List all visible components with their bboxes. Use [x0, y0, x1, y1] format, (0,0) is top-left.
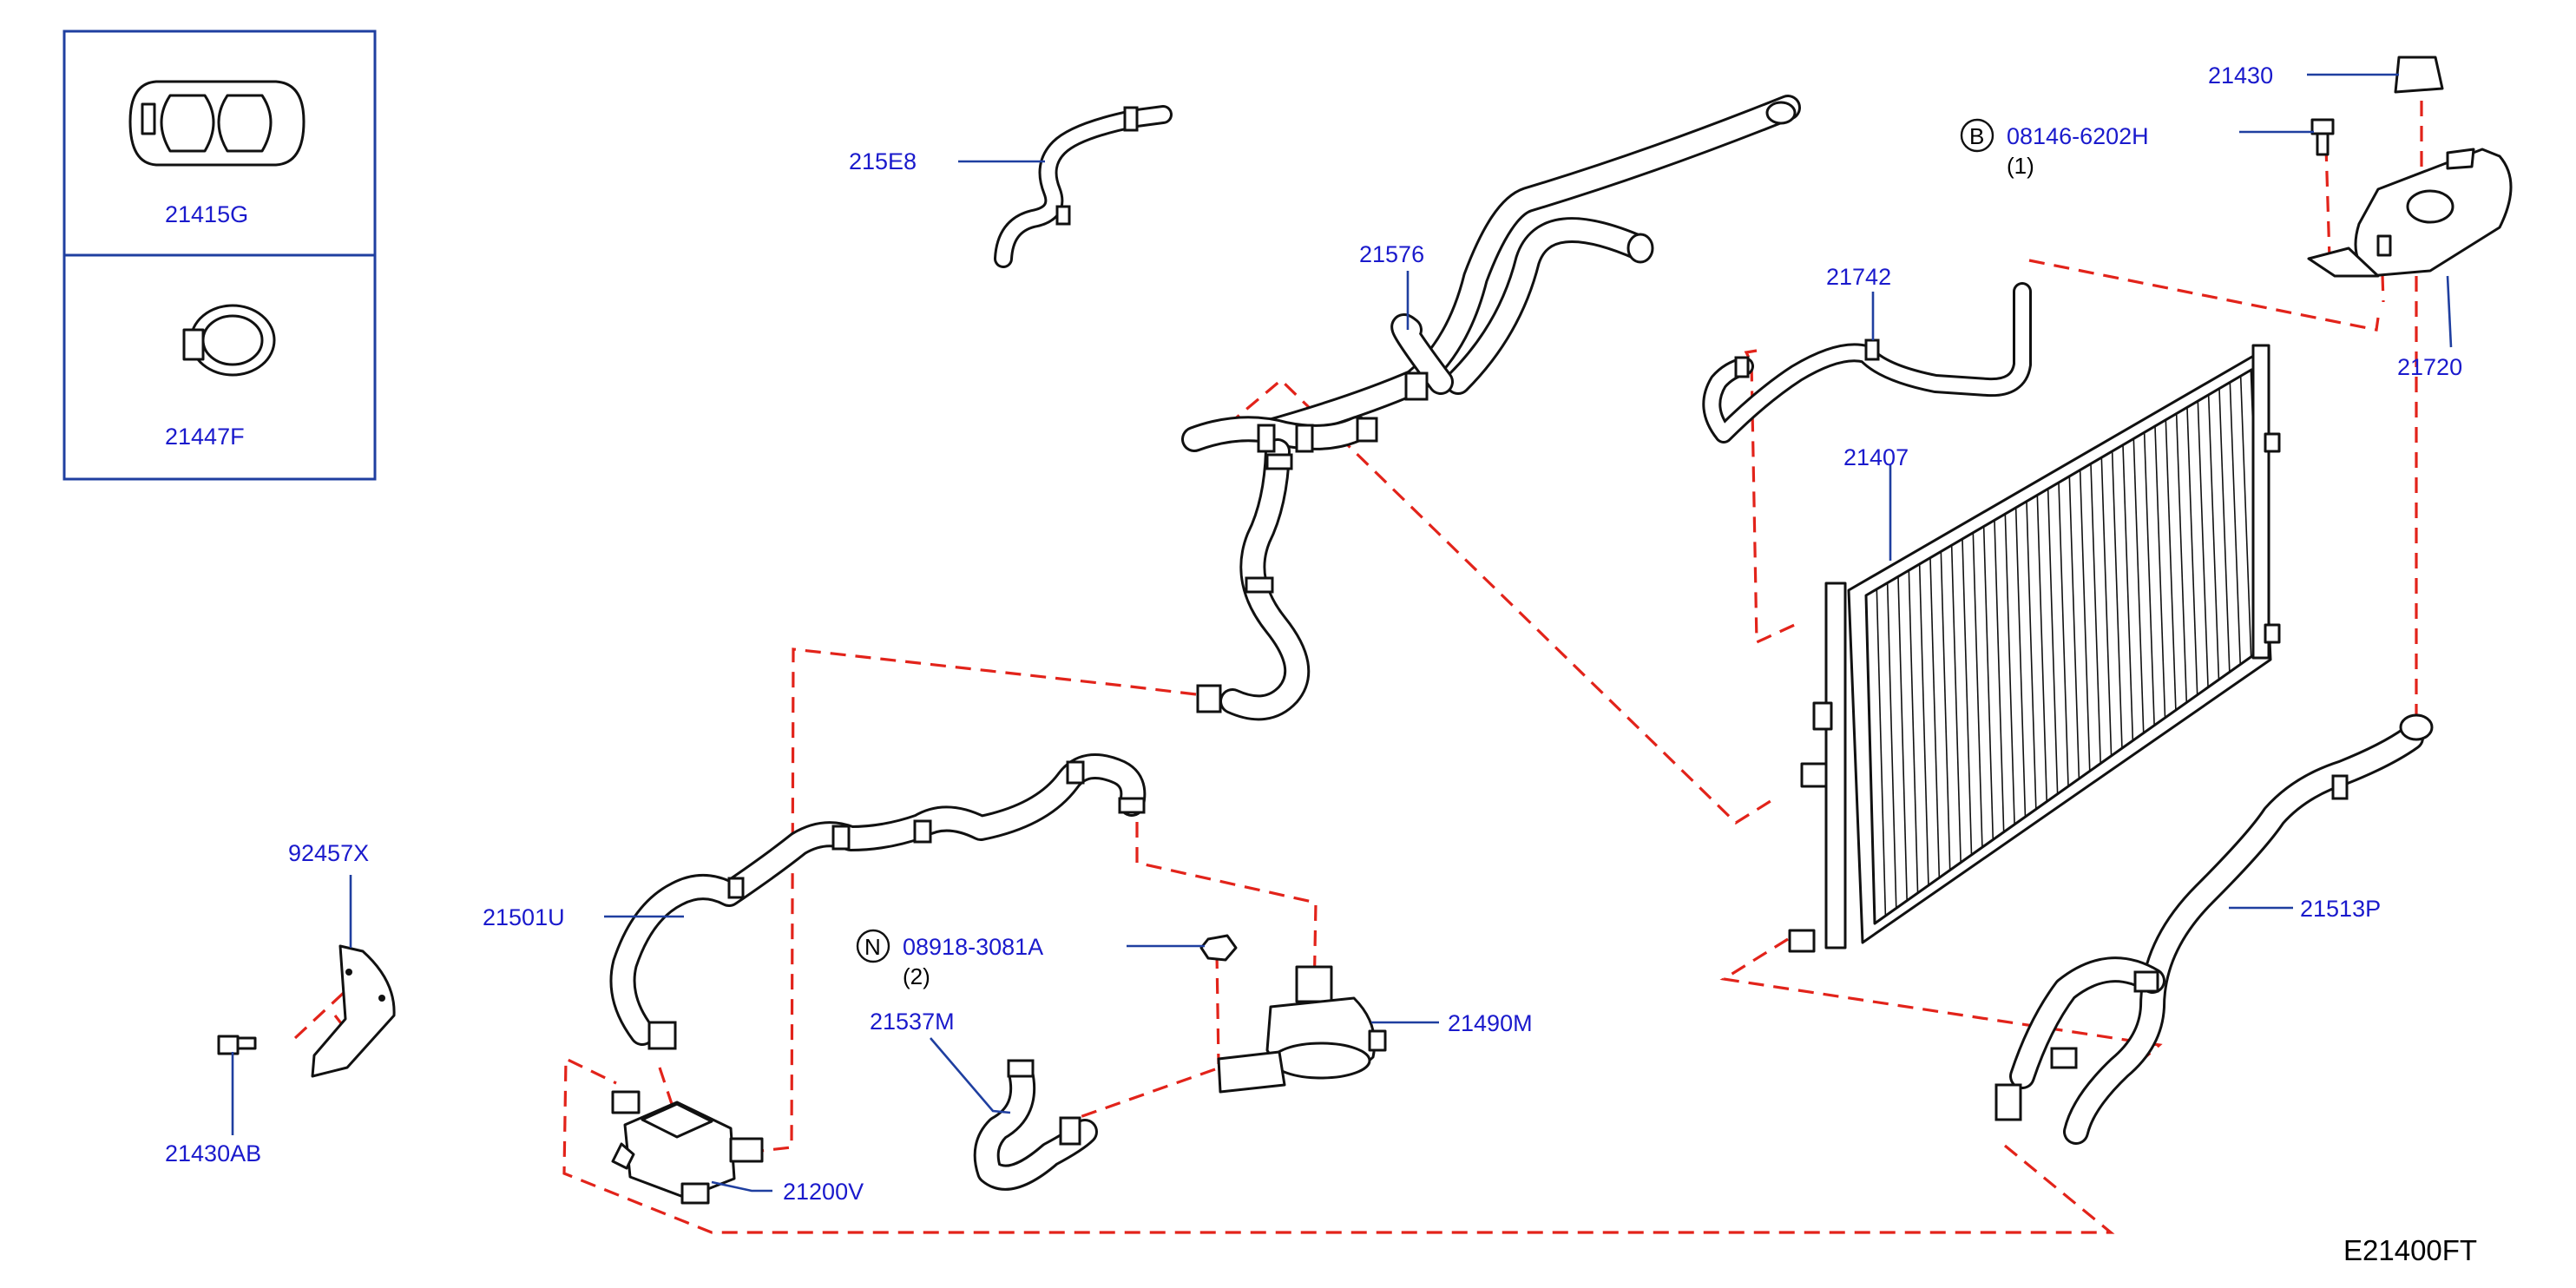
hose-21742: [1702, 282, 2032, 444]
radiator-fin: [1972, 532, 1983, 848]
bolt-21430AB: [217, 1035, 257, 1055]
nut-qty: (2): [903, 963, 930, 989]
label-21576[interactable]: 21576: [1359, 241, 1424, 267]
radiator-fin: [2079, 470, 2091, 772]
radiator-fin: [2068, 476, 2080, 779]
hose-21513P: [1994, 713, 2434, 1145]
radiator-fin: [2132, 438, 2145, 733]
label-21430AB[interactable]: 21430AB: [165, 1140, 261, 1166]
label-21430[interactable]: 21430: [2208, 62, 2273, 89]
radiator-fin: [1908, 570, 1919, 893]
diagram-code: E21400FT: [2343, 1234, 2477, 1266]
radiator-fin: [2165, 419, 2177, 711]
label-08918-3081A[interactable]: 08918-3081A: [903, 934, 1043, 960]
radiator-fin: [2229, 382, 2242, 665]
radiator-fin: [2154, 425, 2166, 719]
label-21200V[interactable]: 21200V: [783, 1179, 864, 1205]
bolt-symbol: B: [1969, 123, 1984, 149]
radiator-fin: [1982, 526, 1994, 840]
part-labels: 215E8 21576 21742 21407 21430 21720 2151…: [165, 62, 2462, 1205]
radiator-fin: [2047, 489, 2059, 794]
label-21447F[interactable]: 21447F: [165, 424, 245, 450]
label-21415G[interactable]: 21415G: [165, 201, 248, 227]
label-21513P[interactable]: 21513P: [2300, 896, 2381, 922]
radiator-fin: [2026, 501, 2037, 810]
radiator-fin: [2004, 514, 2015, 825]
fastener-bolt-callout: B 08146-6202H (1): [1960, 118, 2149, 179]
cap-21430: [2394, 56, 2444, 94]
radiator-fin: [2239, 376, 2252, 657]
nut-symbol: N: [864, 934, 881, 960]
radiator-fin: [1897, 576, 1908, 901]
label-21490M[interactable]: 21490M: [1448, 1010, 1533, 1036]
label-21720[interactable]: 21720: [2397, 354, 2462, 380]
radiator-fin: [2058, 482, 2069, 787]
radiator-fin: [1876, 588, 1887, 917]
radiator-fin: [2207, 394, 2220, 680]
bolt-qty: (1): [2007, 153, 2034, 179]
radiator-fin: [2218, 388, 2231, 673]
bolt-08146: [2310, 118, 2335, 156]
leader-lines: [231, 73, 2453, 1193]
clamp-21447F-icon: [182, 304, 276, 377]
radiator-fin: [2014, 507, 2027, 818]
label-21501U[interactable]: 21501U: [483, 904, 565, 930]
fastener-nut-callout: N 08918-3081A (2): [856, 929, 1043, 989]
radiator-fin: [2186, 407, 2198, 695]
label-92457X[interactable]: 92457X: [288, 840, 369, 866]
label-21537M[interactable]: 21537M: [870, 1009, 955, 1035]
radiator-fin: [1918, 563, 1929, 886]
radiator-fin: [1865, 595, 1876, 924]
hose-21501U: [609, 753, 1147, 1050]
label-08146-6202H[interactable]: 08146-6202H: [2007, 123, 2149, 149]
inset-panel: 21415G 21447F: [62, 30, 377, 481]
pump-21200V: [611, 1090, 764, 1205]
reservoir-tank-21720: [2307, 148, 2513, 278]
radiator-fin: [2111, 450, 2123, 749]
radiator-fin: [2100, 457, 2113, 756]
hose-215E8: [994, 105, 1173, 268]
radiator-fin: [1962, 538, 1973, 856]
clip-21415G-icon: [128, 80, 306, 167]
radiator-fin: [2143, 432, 2155, 726]
hose-21576: [1181, 95, 1801, 721]
radiator-fin: [1940, 551, 1951, 871]
label-21407[interactable]: 21407: [1843, 444, 1909, 470]
radiator-fin: [2090, 463, 2101, 764]
bolt-symbol-circle: [1960, 118, 1994, 153]
radiator-fin: [2122, 444, 2134, 741]
label-21742[interactable]: 21742: [1826, 264, 1891, 290]
nut-symbol-circle: [856, 929, 890, 963]
radiator-fin: [1994, 520, 2005, 832]
nut-08918: [1199, 934, 1238, 962]
pump-21490M: [1217, 965, 1387, 1094]
radiator-fin: [1929, 557, 1941, 878]
radiator-fin: [2197, 401, 2209, 687]
assembly-lines: [293, 101, 2423, 1234]
radiator-fin: [1950, 545, 1962, 863]
bracket-92457X: [311, 944, 396, 1078]
radiator-fin: [2175, 413, 2188, 703]
radiator-fin: [2036, 495, 2048, 802]
radiator-fin: [1886, 582, 1897, 909]
hose-21537M: [973, 1059, 1098, 1191]
radiator-21407: [1788, 344, 2281, 953]
label-215E8[interactable]: 215E8: [849, 148, 917, 174]
